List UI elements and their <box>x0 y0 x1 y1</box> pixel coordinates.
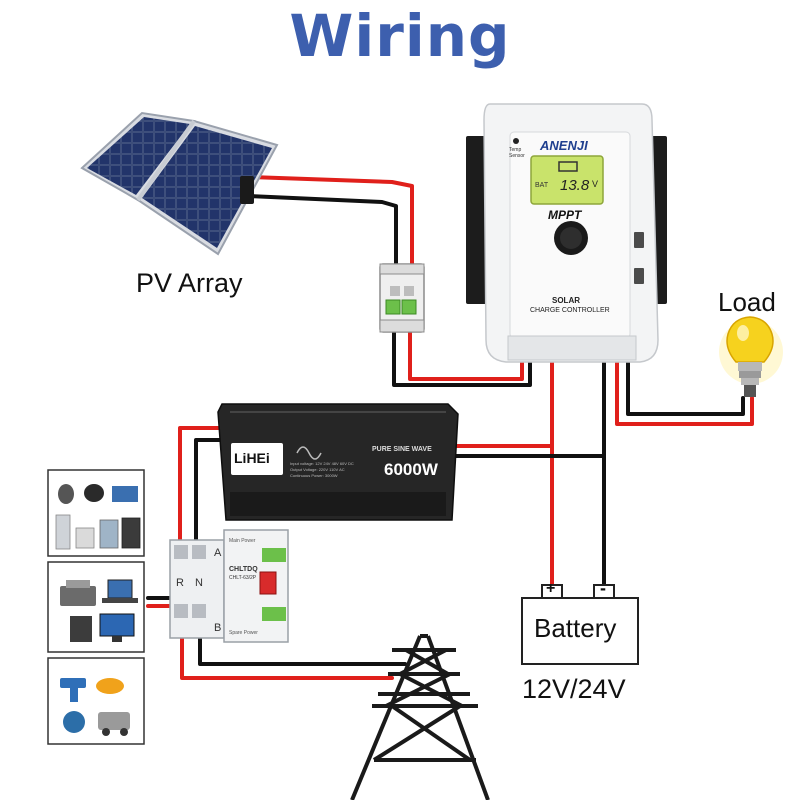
ats-label-b: B <box>214 622 222 634</box>
inverter-brand: LiHEi <box>234 450 270 466</box>
charge-controller <box>466 103 667 363</box>
battery-voltage-label: 12V/24V <box>522 674 626 704</box>
pv-array <box>80 111 279 256</box>
battery-positive-terminal: + <box>546 580 556 597</box>
inverter-power: 6000W <box>384 460 438 479</box>
display-value: 13.8 <box>560 177 590 194</box>
inverter <box>217 403 459 521</box>
inverter-wave: PURE SINE WAVE <box>372 446 432 453</box>
wire-inverter-ats-negative <box>194 438 230 547</box>
wire-inverter-ats-positive <box>178 426 230 547</box>
wire-breaker-ctrl-negative <box>392 330 532 387</box>
light-bulb-icon <box>719 316 783 397</box>
ats-label-r: R <box>176 577 184 589</box>
wire-grid-positive <box>180 628 394 680</box>
controller-model: MPPT <box>548 208 582 222</box>
battery <box>521 584 639 665</box>
battery-label: Battery <box>534 613 617 643</box>
transmission-tower-icon <box>350 634 490 800</box>
ats-model: CHLT-63/2P <box>229 575 257 581</box>
pv-array-label: PV Array <box>136 268 243 298</box>
ats-label-a: A <box>214 547 222 559</box>
dc-breaker <box>379 263 425 333</box>
controller-line1: SOLAR <box>552 296 580 305</box>
ats-spare-power: Spare Power <box>229 630 258 636</box>
page-title: Wiring <box>289 2 511 70</box>
wire-load-negative <box>626 358 745 416</box>
appliance-group-kitchen <box>47 469 145 557</box>
transfer-switch <box>169 529 289 643</box>
wire-pv-positive <box>250 175 414 267</box>
battery-negative-terminal: - <box>600 578 606 598</box>
temp-sensor-label: Temp Sensor <box>509 147 525 159</box>
ats-label-n: N <box>195 577 203 589</box>
controller-line2: CHARGE CONTROLLER <box>530 307 610 314</box>
inverter-spec-2: Output Voltage: 220V 110V AC <box>290 467 345 472</box>
appliance-group-office <box>47 561 145 653</box>
wire-load-positive <box>615 358 754 426</box>
wires <box>146 175 754 680</box>
wire-grid-negative <box>198 628 407 666</box>
controller-brand: ANENJI <box>540 138 588 153</box>
ats-brand: CHLTDQ <box>229 566 258 573</box>
appliance-group-tools <box>47 657 145 745</box>
wire-breaker-ctrl-positive <box>408 330 524 381</box>
load-label: Load <box>718 287 776 317</box>
display-bat: BAT <box>535 182 549 189</box>
inverter-spec-1: Input voltage: 12V 24V 48V 60V DC <box>290 461 354 466</box>
wire-pv-negative <box>246 194 398 267</box>
display-unit: V <box>592 179 599 189</box>
inverter-spec-3: Continuous Power: 3000W <box>290 473 338 478</box>
ats-main-power: Main Power <box>229 538 256 544</box>
